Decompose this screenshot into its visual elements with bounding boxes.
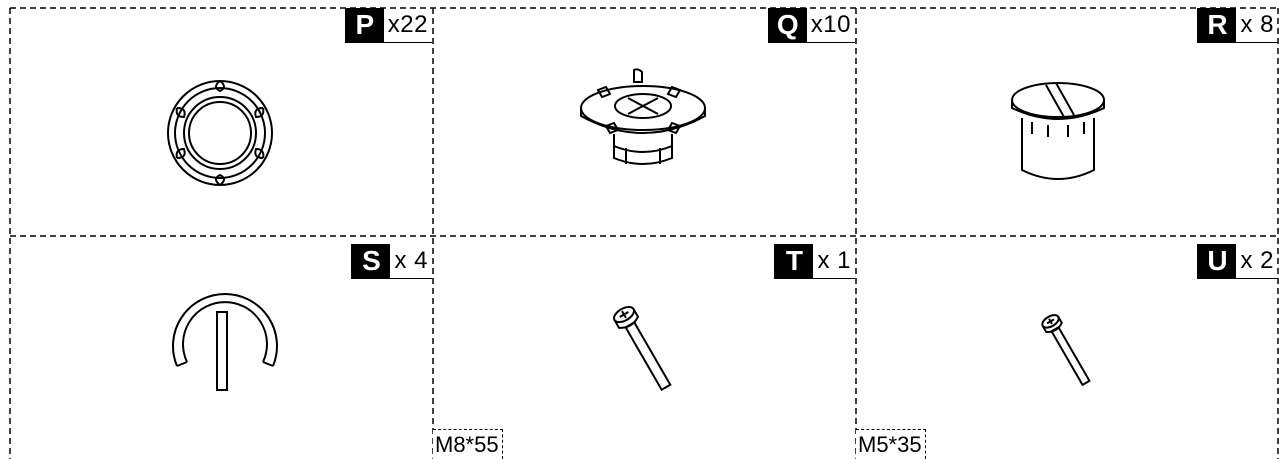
bolt-size-label: M5*35	[856, 429, 926, 459]
bolt-size-label: M8*55	[433, 429, 503, 459]
part-tag: U x 2	[1197, 244, 1278, 279]
part-quantity: x 8	[1240, 11, 1274, 38]
part-cell-q: Q x10	[433, 8, 856, 236]
part-cell-u: U x 2 M5*35	[856, 236, 1278, 459]
part-letter: R	[1198, 8, 1237, 42]
part-quantity: x22	[387, 11, 428, 38]
part-quantity: x10	[810, 11, 851, 38]
part-letter: Q	[768, 8, 807, 42]
bolt-icon	[608, 304, 688, 394]
part-tag: P x22	[344, 8, 432, 43]
leveling-foot-icon	[578, 68, 708, 178]
part-cell-r: R x 8	[856, 8, 1278, 236]
part-letter: T	[775, 244, 814, 278]
part-cell-t: T x 1 M8*55	[433, 236, 856, 459]
part-tag: Q x10	[767, 8, 855, 43]
part-cell-s: S x 4	[10, 236, 433, 459]
part-quantity: x 2	[1240, 247, 1274, 274]
part-cell-p: P x22	[10, 8, 433, 236]
part-tag: S x 4	[351, 244, 432, 279]
part-letter: S	[352, 244, 391, 278]
part-tag: R x 8	[1197, 8, 1278, 43]
part-letter: U	[1198, 244, 1237, 278]
bolt-icon	[1038, 312, 1108, 392]
clip-ring-icon	[165, 294, 285, 394]
part-quantity: x 1	[817, 247, 851, 274]
part-letter: P	[345, 8, 384, 42]
nut-cap-icon	[165, 78, 275, 188]
part-tag: T x 1	[774, 244, 855, 279]
part-quantity: x 4	[394, 247, 428, 274]
plug-cap-icon	[1008, 78, 1108, 188]
